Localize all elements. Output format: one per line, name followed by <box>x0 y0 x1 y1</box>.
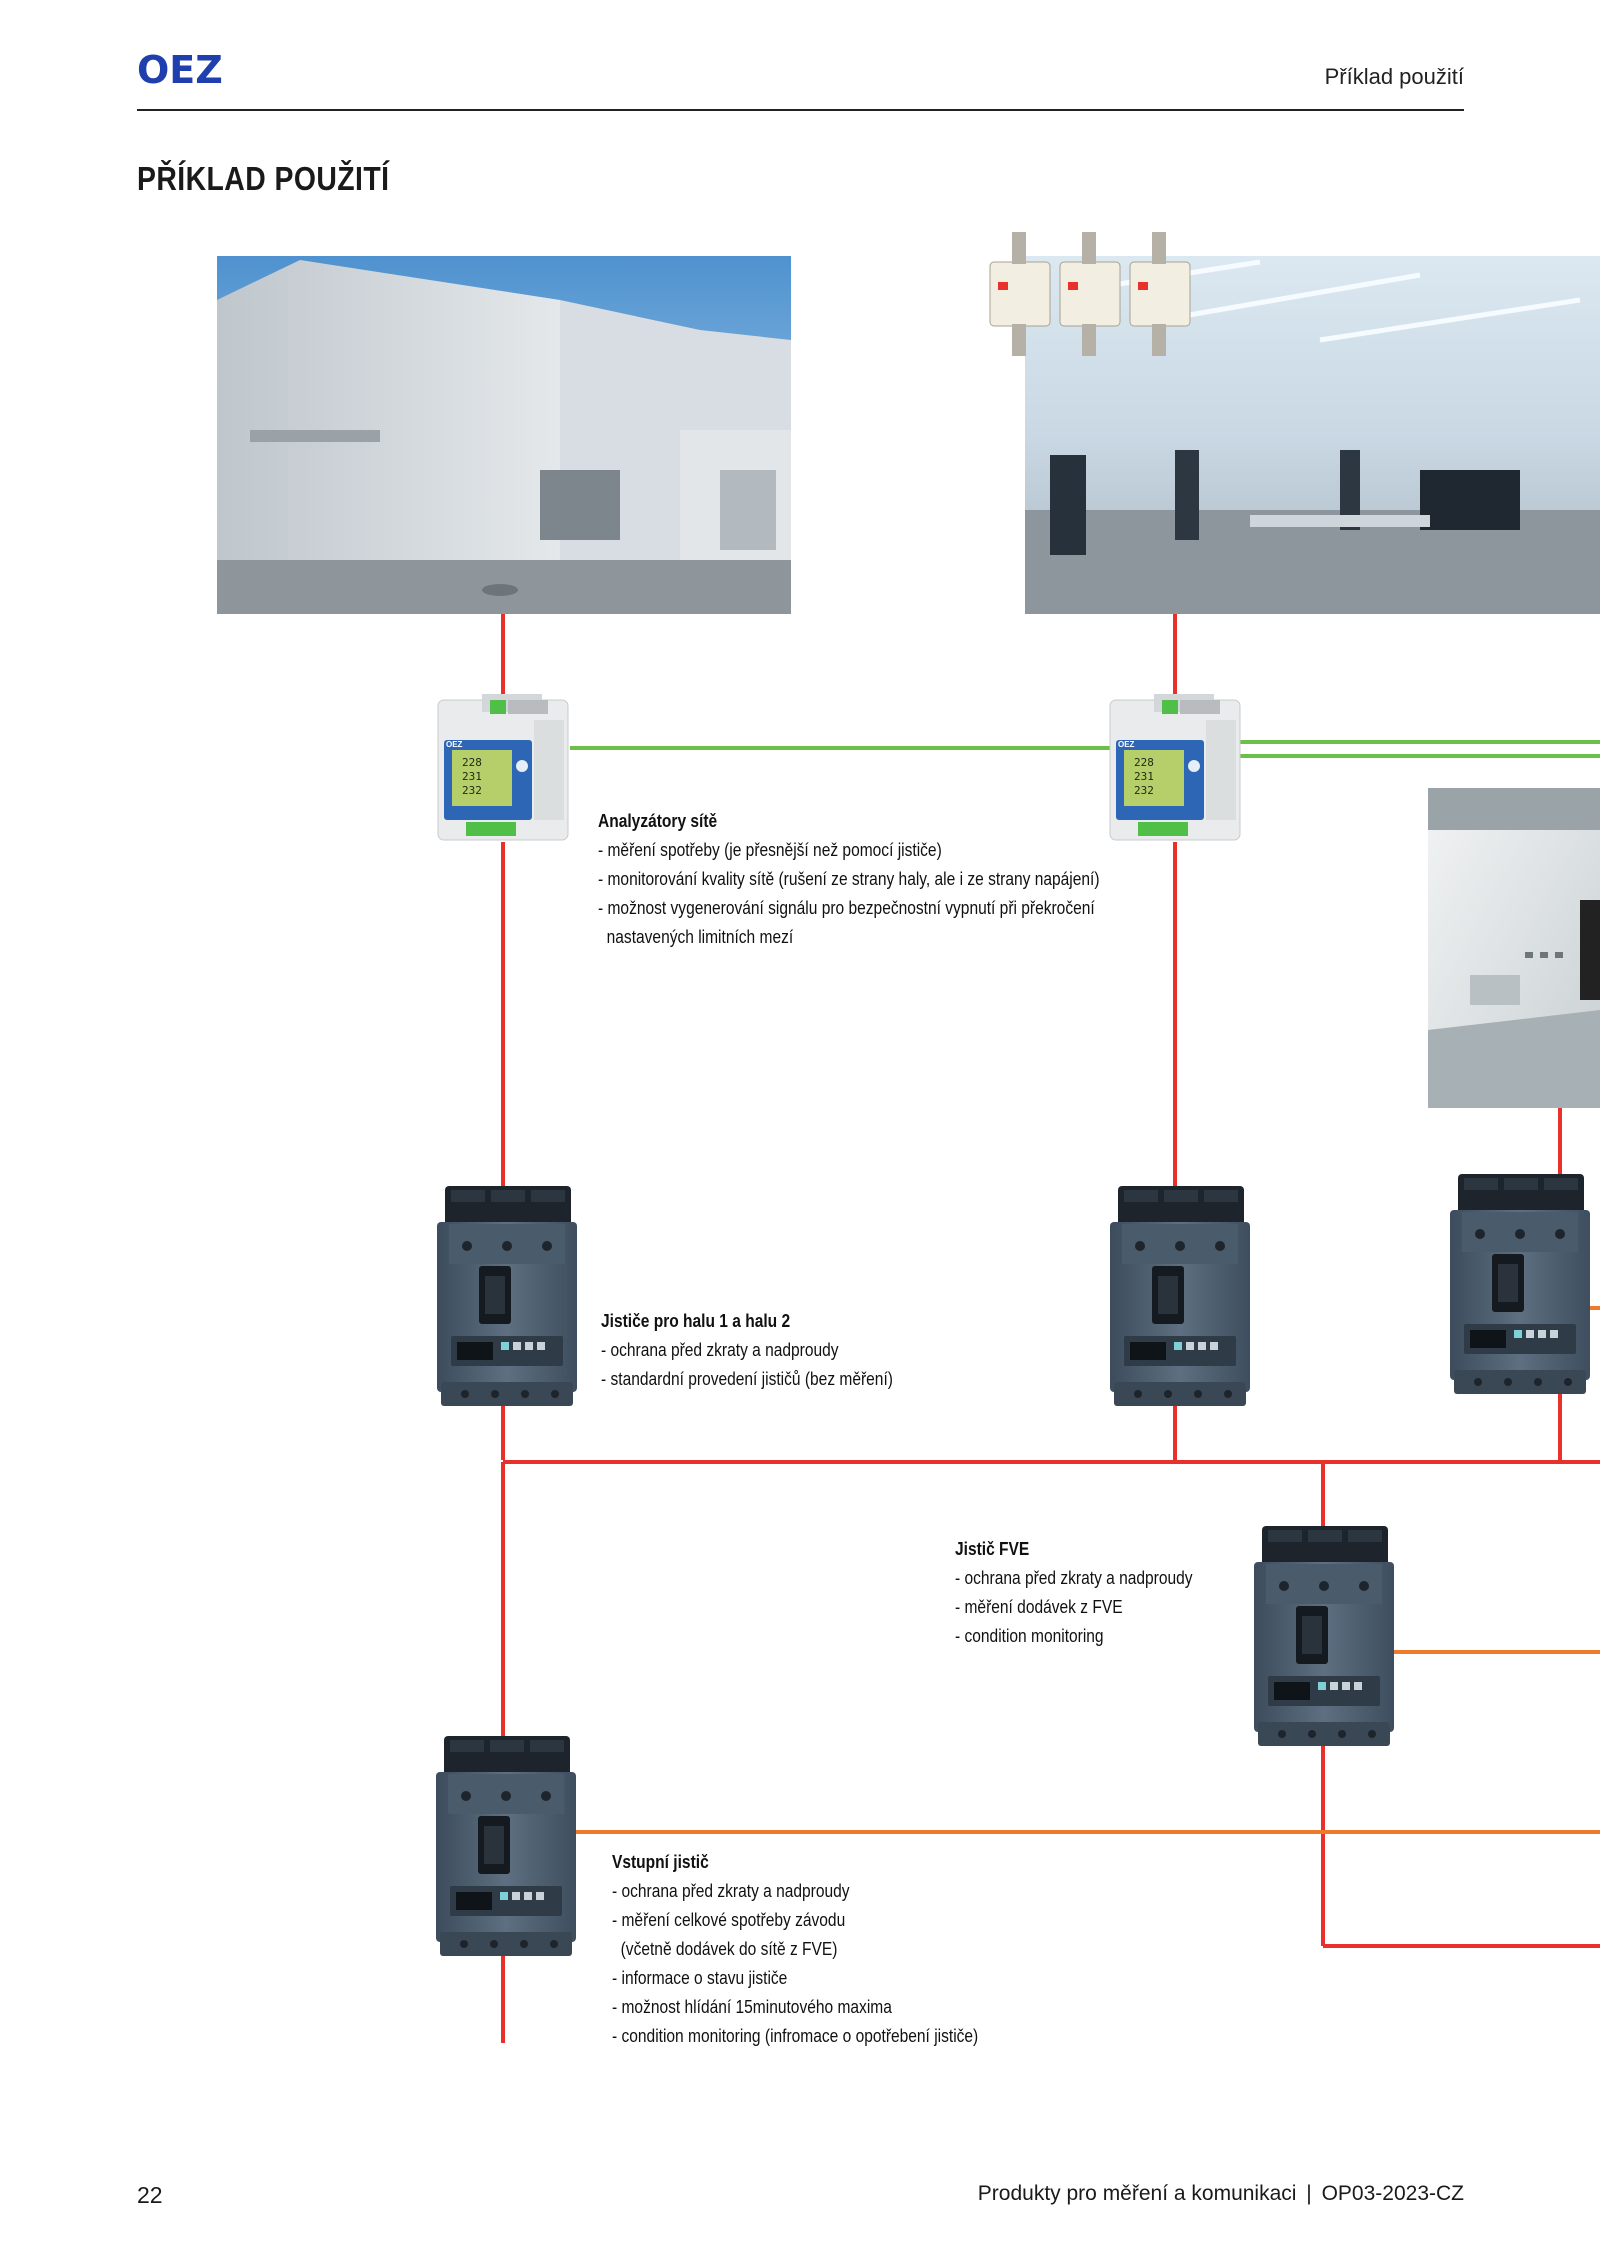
publication-title: Produkty pro měření a komunikaci <box>977 2182 1297 2205</box>
hall-breakers-line: - standardní provedení jističů (bez měře… <box>601 1368 893 1389</box>
building-photo <box>217 256 791 614</box>
footer-publication: Produkty pro měření a komunikaci | OP03-… <box>978 2182 1464 2206</box>
pv-breaker-line: - condition monitoring <box>955 1625 1104 1646</box>
analyzers-line: - měření spotřeby (je přesnější než pomo… <box>598 839 942 860</box>
pv-breaker-line: - měření dodávek z FVE <box>955 1596 1123 1617</box>
analyzers-line: nastavených limitních mezí <box>598 926 794 947</box>
hall2-breaker <box>1110 1186 1250 1406</box>
pv-breaker-line: - ochrana před zkraty a nadproudy <box>955 1567 1193 1588</box>
display-value: 232 <box>1134 784 1154 797</box>
main-breaker-line: - možnost hlídání 15minutového maxima <box>612 1996 892 2017</box>
pv-breaker-description: Jistič FVE - ochrana před zkraty a nadpr… <box>955 1534 1193 1650</box>
analyzers-line: - možnost vygenerování signálu pro bezpe… <box>598 897 1095 918</box>
main-breaker-line: - condition monitoring (infromace o opot… <box>612 2025 979 2046</box>
hall3-breaker <box>1450 1174 1590 1394</box>
hall-breakers-description: Jističe pro halu 1 a halu 2 - ochrana př… <box>601 1306 893 1393</box>
analyzers-description: Analyzátory sítě - měření spotřeby (je p… <box>598 806 1100 951</box>
analyzer-2-display: 228 231 232 <box>1134 756 1154 798</box>
hall1-breaker <box>437 1186 577 1406</box>
network-analyzer-1 <box>437 693 569 841</box>
display-value: 228 <box>1134 756 1154 769</box>
page-title: PŘÍKLAD POUŽITÍ <box>137 160 390 197</box>
main-breaker-line: (včetně dodávek do sítě z FVE) <box>612 1938 838 1959</box>
oez-logo: OEZ <box>137 48 223 92</box>
display-value: 231 <box>1134 770 1154 783</box>
publication-code: OP03-2023-CZ <box>1321 2182 1464 2205</box>
main-breaker-line: - měření celkové spotřeby závodu <box>612 1909 846 1930</box>
analyzer-2-brand: OEZ <box>1118 740 1135 749</box>
footer-separator: | <box>1306 2182 1312 2205</box>
main-breaker-title: Vstupní jistič <box>612 1851 709 1872</box>
hall-breakers-title: Jističe pro halu 1 a halu 2 <box>601 1310 791 1331</box>
main-breaker-line: - informace o stavu jističe <box>612 1967 788 1988</box>
main-breaker-line: - ochrana před zkraty a nadproudy <box>612 1880 850 1901</box>
network-analyzer-2 <box>1109 693 1241 841</box>
page-number: 22 <box>137 2182 163 2208</box>
main-incoming-breaker <box>436 1736 576 1956</box>
analyzer-1-brand: OEZ <box>446 740 463 749</box>
display-value: 232 <box>462 784 482 797</box>
display-value: 231 <box>462 770 482 783</box>
analyzers-title: Analyzátory sítě <box>598 810 718 831</box>
analyzer-1-display: 228 231 232 <box>462 756 482 798</box>
display-value: 228 <box>462 756 482 769</box>
header-divider <box>137 109 1464 111</box>
analyzers-line: - monitorování kvality sítě (rušení ze s… <box>598 868 1100 889</box>
header-section-title: Příklad použití <box>1324 64 1464 89</box>
production-hall-photo <box>989 232 1600 614</box>
clean-room-photo <box>1428 788 1600 1108</box>
pv-breaker-title: Jistič FVE <box>955 1538 1030 1559</box>
main-breaker-description: Vstupní jistič - ochrana před zkraty a n… <box>612 1847 978 2050</box>
pv-breaker <box>1254 1526 1394 1746</box>
hall-breakers-line: - ochrana před zkraty a nadproudy <box>601 1339 839 1360</box>
